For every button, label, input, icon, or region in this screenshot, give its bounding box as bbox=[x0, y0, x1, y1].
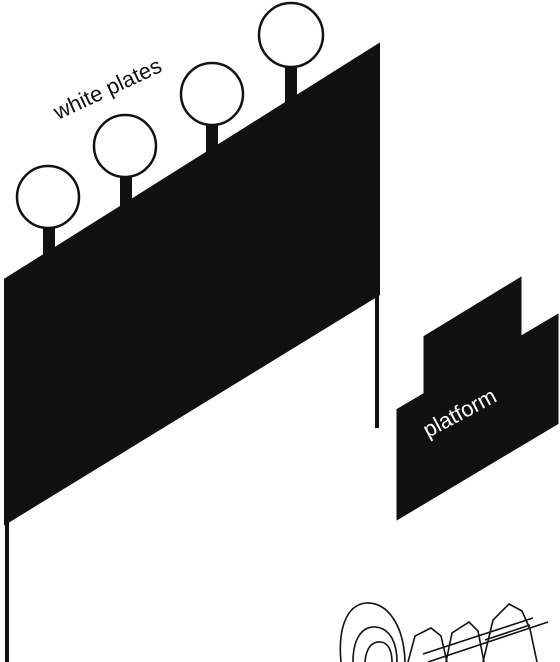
cropped-loop-middle bbox=[352, 626, 398, 662]
cropped-line-art bbox=[339, 602, 549, 662]
platform-front-panel bbox=[396, 313, 559, 521]
plate-3 bbox=[179, 61, 245, 127]
plate-stem-4 bbox=[285, 64, 297, 110]
cropped-frame-two bbox=[445, 620, 485, 662]
plate-stem-1 bbox=[43, 218, 55, 263]
cropped-frame-one bbox=[407, 627, 448, 662]
white-plates-group bbox=[15, 1, 325, 263]
plate-1 bbox=[15, 164, 81, 230]
cropped-loop-outer bbox=[339, 602, 406, 662]
cropped-cross-lines bbox=[422, 617, 549, 662]
plate-2 bbox=[92, 113, 158, 179]
target-board bbox=[3, 42, 380, 662]
cropped-loop-inner bbox=[364, 641, 393, 662]
plate-stem-3 bbox=[206, 120, 218, 161]
plate-4 bbox=[257, 1, 325, 69]
plate-stem-2 bbox=[120, 172, 132, 216]
cropped-frame-three bbox=[482, 603, 538, 662]
platform: platform bbox=[396, 276, 559, 521]
white-plates-label: white plates bbox=[49, 53, 166, 125]
